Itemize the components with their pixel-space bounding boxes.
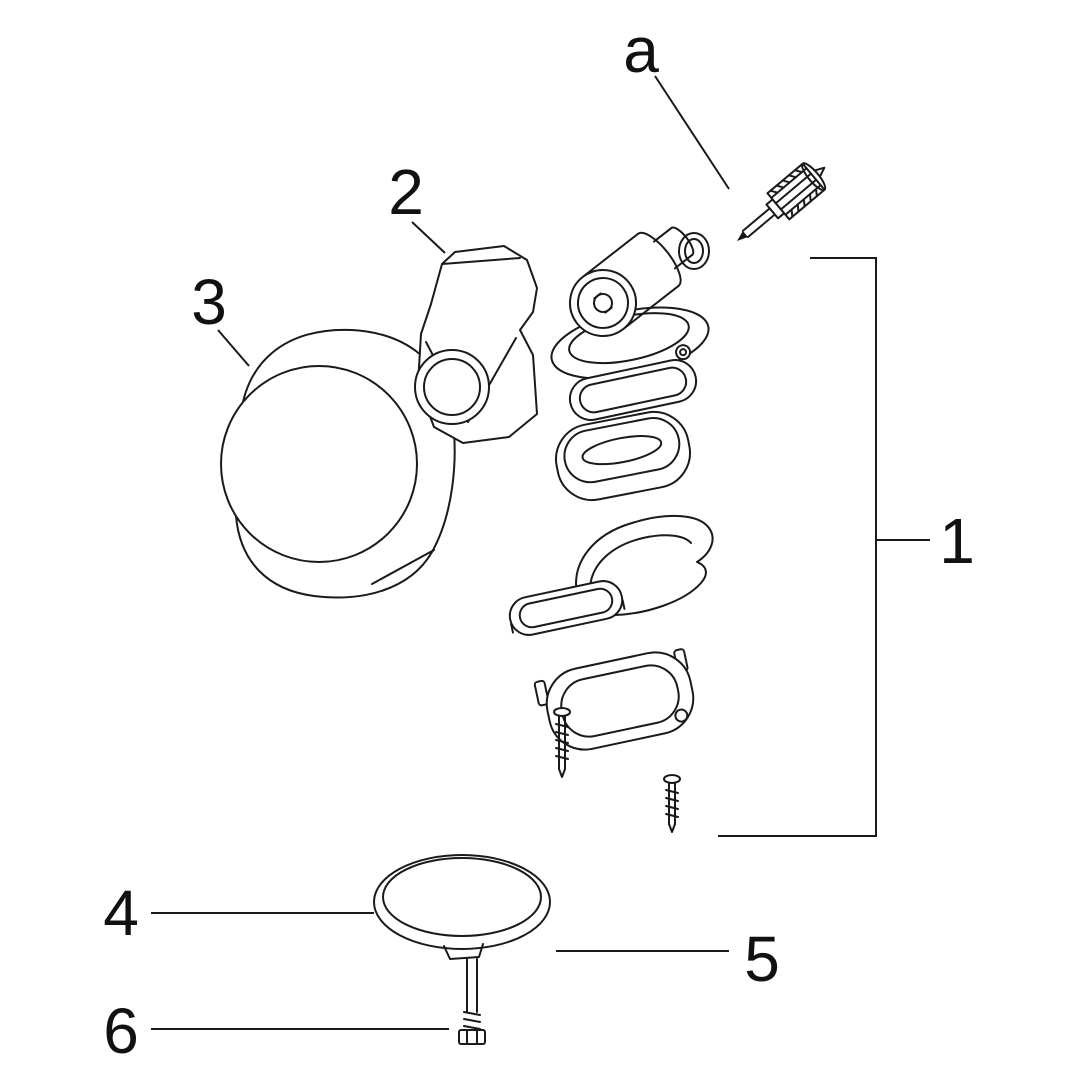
o-ring-inner [684,238,704,264]
spline-end-tip [813,166,826,178]
screw-threads [665,789,679,818]
barrel-bottom [622,284,680,331]
barrel-top [581,232,639,278]
bore-slot [593,292,613,314]
leader-3 [217,329,250,367]
barrel-nose-top [652,227,673,243]
screw-threads [555,723,569,760]
knob-edge-line [371,549,435,585]
part-oval-ring [508,580,626,636]
plate-outer [373,854,551,950]
rod-nut-facets [466,1029,478,1045]
rod-threads [463,1011,481,1030]
plate-rim [382,857,542,937]
stopper-skirt [443,943,484,960]
flange-screw-hole [679,348,688,357]
housing-hole-inner [423,358,481,416]
part-oval-insert [555,410,691,502]
screw-tip [668,823,676,833]
label-5: 5 [744,923,780,995]
housing-cap-line [441,257,521,265]
part-mounting-frame [533,648,695,751]
part-screw-left [553,707,571,778]
pin-shaft-bottom [746,213,776,238]
label-2: 2 [388,156,424,228]
leader-a [654,75,730,190]
bracket-1 [718,257,877,837]
barrel-nose-bottom [673,253,694,270]
barrel-nose-end [670,226,695,256]
spline-teeth-bottom [790,188,818,218]
spline-body [766,162,826,221]
part-oval-gasket [568,359,698,421]
part-cartridge-barrel [569,226,695,337]
rod-nut [458,1029,486,1045]
frame-outer [545,651,695,751]
knob-face [220,365,418,563]
pin-tip [737,230,748,241]
ring-outer [508,580,624,636]
bore-opening [569,269,637,337]
part-cover-plate [373,854,551,950]
insert-top-face [563,417,681,484]
flange-screw-ear [675,344,692,361]
label-4: 4 [103,877,139,949]
bracket-inner-edge [589,534,692,588]
part-plug-screw [443,943,486,1045]
barrel-end [636,231,682,287]
label-1: 1 [939,505,975,577]
ring-inner [518,587,614,629]
part-rotary-knob [220,328,456,599]
ring-depth [510,599,626,634]
label-a: a [623,14,659,86]
part-screw-right [663,774,681,833]
bore-inner [577,277,629,329]
leader-lines [151,75,930,1030]
housing-hole-outer [414,349,490,425]
part-splined-adapter-pin [737,162,827,241]
spline-teeth-top [769,169,803,194]
part-handle-housing [414,245,538,444]
screw-head [553,707,571,717]
label-3: 3 [191,266,227,338]
leader-2 [411,221,446,254]
insert-bore [581,435,663,466]
screw-head [663,774,681,784]
gasket-outer [568,359,698,421]
spline-end [801,162,827,192]
labels: a 2 3 1 4 5 6 [103,14,975,1067]
screw-tip [558,768,566,778]
gasket-inner [578,366,688,414]
frame-left-post [533,679,550,707]
label-6: 6 [103,995,139,1067]
frame-ear [674,708,689,723]
insert-outer [555,410,691,502]
pin-shaft-top [741,207,771,232]
